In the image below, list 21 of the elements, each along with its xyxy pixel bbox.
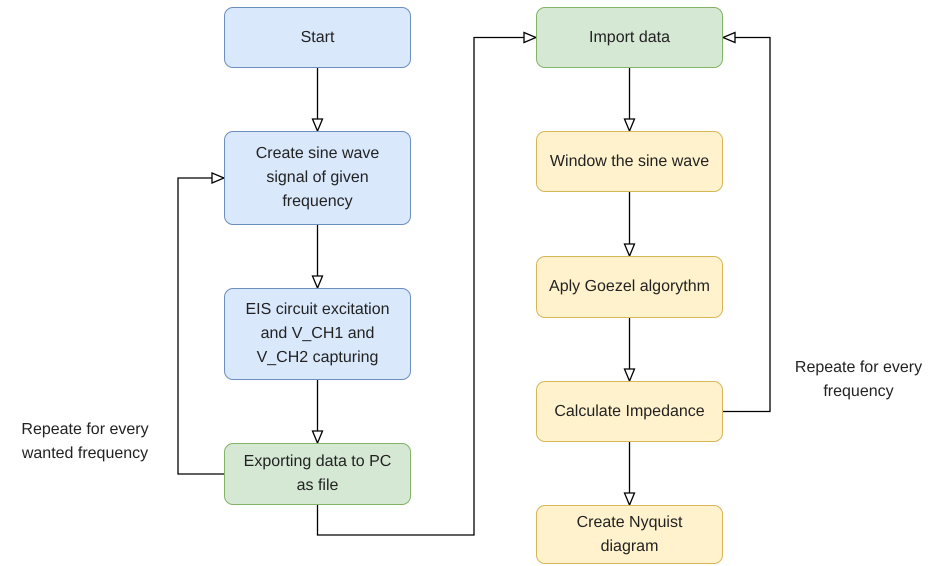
process-box: Exporting data to PC as file (224, 443, 411, 505)
process-box: Create sine wave signal of given frequency (224, 131, 411, 225)
arrow (624, 192, 636, 257)
arrow (312, 225, 324, 289)
process-box: Aply Goezel algorythm (536, 256, 723, 318)
loop-note: Repeate for every wanted frequency (20, 420, 150, 464)
process-box: Window the sine wave (536, 131, 723, 192)
arrow (722, 32, 771, 412)
arrow (624, 318, 636, 382)
loop-note: Repeate for every frequency (794, 358, 924, 402)
process-box: EIS circuit excitation and V_CH1 and V_CH2 capturing (224, 288, 411, 380)
process-box: Import data (536, 7, 723, 68)
arrow (316, 32, 537, 536)
arrow (624, 442, 636, 506)
process-box: Calculate Impedance (536, 381, 723, 442)
arrow (312, 380, 324, 444)
process-box: Create Nyquist diagram (536, 505, 723, 564)
arrow (177, 172, 225, 475)
arrow (312, 68, 324, 132)
arrow (624, 68, 636, 132)
process-box: Start (224, 7, 411, 68)
